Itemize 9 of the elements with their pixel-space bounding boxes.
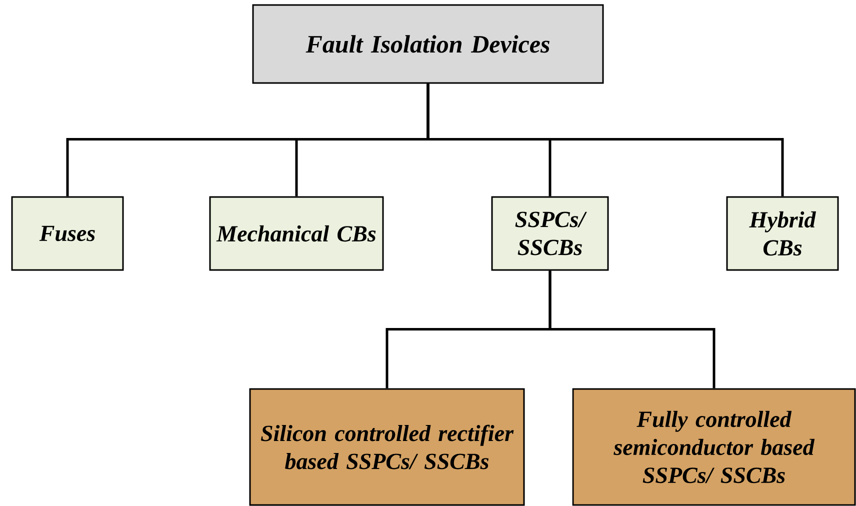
root-box: Fault Isolation Devices	[252, 4, 604, 84]
category-box: SSPCs/ SSCBs	[491, 196, 609, 271]
category-box: Mechanical CBs	[209, 196, 384, 271]
category-box: Fuses	[11, 196, 124, 271]
category-box: Hybrid CBs	[726, 196, 839, 271]
connector-line	[548, 270, 716, 388]
subcategory-box: Fully controlled semiconductor based SSPCs/ SSCBs	[572, 388, 856, 506]
subcategory-box: Silicon controlled rectifier based SSPCs/ SSCBs	[249, 388, 525, 506]
connector-line	[426, 84, 784, 196]
